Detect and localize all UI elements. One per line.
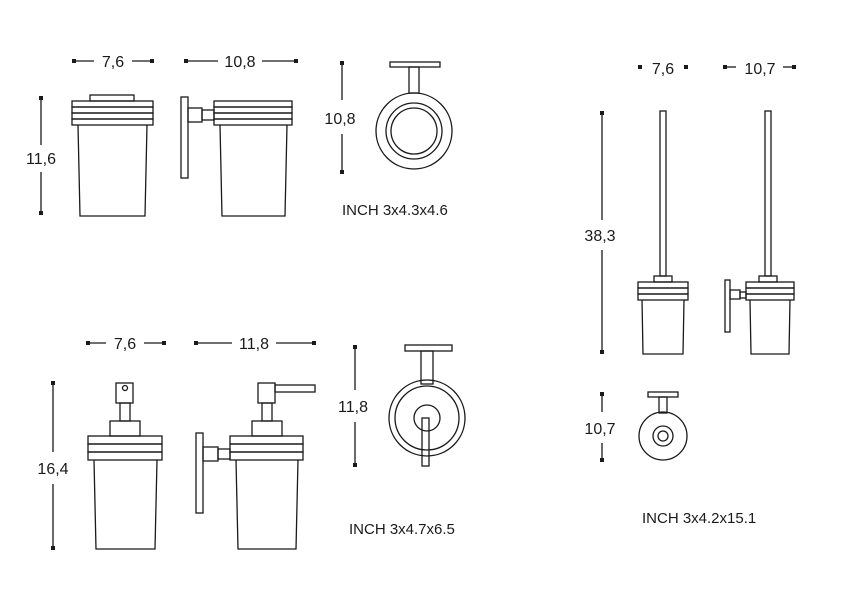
dispenser-height-label: 16,4 xyxy=(37,461,68,478)
tumbler-height-label: 11,6 xyxy=(26,151,56,168)
brush-width-label: 7,6 xyxy=(652,61,674,78)
brush-holder-width-dimension: 10,7 xyxy=(723,61,796,78)
dispenser-holder-width-dimension: 11,8 xyxy=(194,336,316,353)
tumbler-ring-top-view xyxy=(375,61,453,170)
tumbler-holder-side-view xyxy=(180,96,293,217)
brush-inch-caption: INCH 3x4.2x15.1 xyxy=(642,510,756,527)
tumbler-ring-height-dimension: 10,8 xyxy=(324,61,356,174)
dispenser-ring-top-view xyxy=(388,344,466,467)
brush-ring-height-dimension: 10,7 xyxy=(584,392,616,462)
brush-height-dimension: 38,3 xyxy=(584,111,616,354)
tumbler-holder-width-label: 10,8 xyxy=(224,54,255,71)
tumbler-ring-height-label: 10,8 xyxy=(324,111,355,128)
brush-ring-top-view xyxy=(638,391,688,461)
tumbler-group: 7,6 11,6 10,8 xyxy=(26,54,453,219)
tumbler-front-view xyxy=(71,94,154,217)
brush-group: 7,6 10,7 38,3 xyxy=(584,61,796,527)
brush-holder-side-view xyxy=(724,110,795,355)
brush-ring-height-label: 10,7 xyxy=(584,421,615,438)
brush-width-dimension: 7,6 xyxy=(638,61,688,78)
brush-holder-width-label: 10,7 xyxy=(744,61,775,78)
dispenser-group: 7,6 16,4 11,8 xyxy=(37,336,466,550)
tumbler-width-label: 7,6 xyxy=(102,54,124,71)
tumbler-width-dimension: 7,6 xyxy=(72,54,154,71)
dispenser-width-dimension: 7,6 xyxy=(86,336,166,353)
brush-front-view xyxy=(637,110,689,355)
dispenser-inch-caption: INCH 3x4.7x6.5 xyxy=(349,521,455,538)
dispenser-height-dimension: 16,4 xyxy=(37,381,69,550)
dispenser-holder-side-view xyxy=(195,382,316,550)
dispenser-ring-height-dimension: 11,8 xyxy=(338,345,368,467)
dispenser-holder-width-label: 11,8 xyxy=(239,336,269,353)
tumbler-height-dimension: 11,6 xyxy=(26,96,56,215)
brush-height-label: 38,3 xyxy=(584,228,615,245)
tumbler-inch-caption: INCH 3x4.3x4.6 xyxy=(342,202,448,219)
dispenser-ring-height-label: 11,8 xyxy=(338,399,368,416)
dispenser-front-view xyxy=(87,382,163,550)
dispenser-width-label: 7,6 xyxy=(114,336,136,353)
tumbler-holder-width-dimension: 10,8 xyxy=(184,54,298,71)
